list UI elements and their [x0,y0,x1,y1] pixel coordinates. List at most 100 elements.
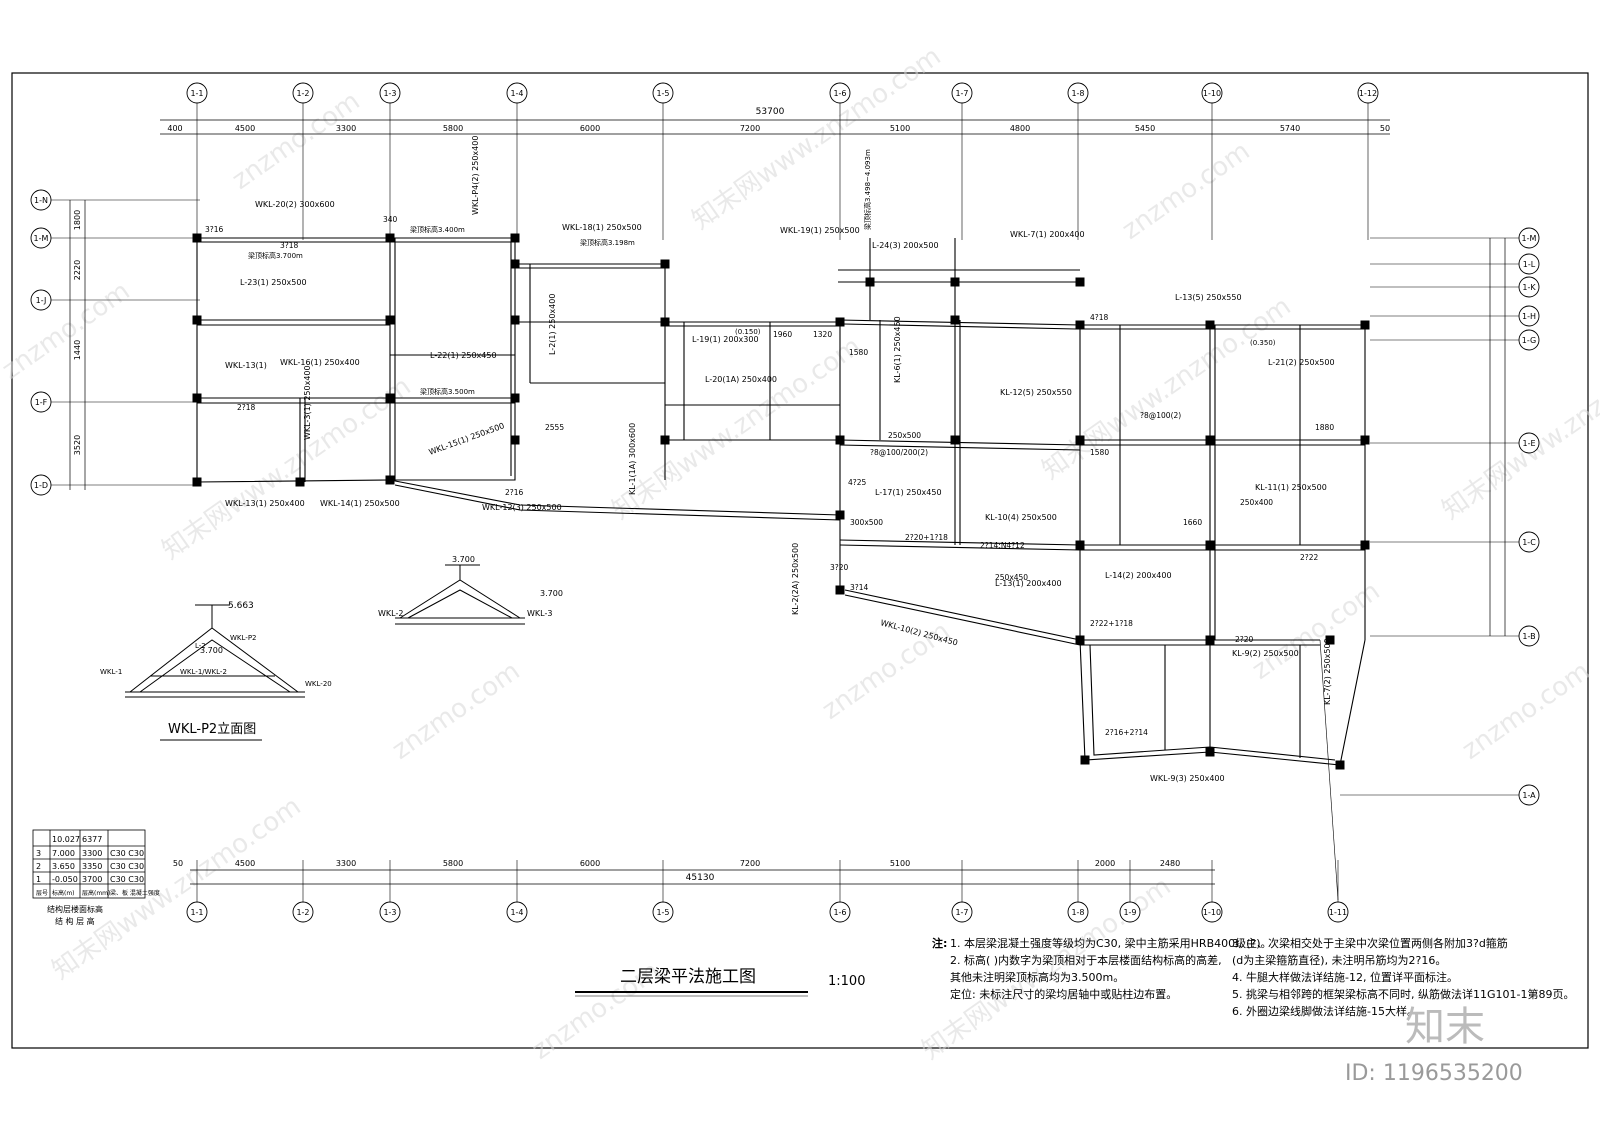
rebar-label: 3?18 [280,241,299,250]
axis-bubble [1327,901,1349,923]
dim-top-span: 50 [1380,124,1390,133]
axis-bottom-1-2: 1-2 [296,908,309,917]
axis-bubble [292,901,314,923]
axis-bubble [652,901,674,923]
axis-top-1-1: 1-1 [190,89,203,98]
axis-bottom-1-3: 1-3 [383,908,396,917]
floor-table-caption: 结 构 层 高 [55,916,95,926]
axis-bottom-1-1: 1-1 [190,908,203,917]
axis-top-1-10: 1-10 [1203,89,1221,98]
beam-label: KL-7(2) 250x500 [1323,638,1332,705]
rebar-label: 3?20 [830,563,849,572]
rebar-label: ?8@100(2) [1140,411,1181,420]
elevation-caption: WKL-P2立面图 [168,722,256,737]
beam-label: L-24(3) 200x500 [872,241,939,250]
small-dimension: 250x400 [1240,498,1273,507]
floor-table-cell: 3700 [82,875,102,884]
elevation-note: (0.350) [1250,339,1276,347]
axis-bubble [186,901,208,923]
column [510,233,520,243]
axis-bubble [1518,329,1540,351]
beam-label: WKL-13(1) [225,361,267,370]
dim-left-span: 1440 [73,340,82,360]
beam-label: L-2(1) 250x400 [548,294,557,355]
small-dimension: 1580 [1090,448,1109,457]
column [835,317,845,327]
beam-label: WKL-9(3) 250x400 [1150,774,1225,783]
small-dimension: 250x450 [995,573,1028,582]
rebar-label: 2?14;N4?12 [980,541,1025,550]
dim-bottom-span: 5800 [443,859,463,868]
note-line: 5. 挑梁与相邻跨的框架梁标高不同时, 纵筋做法详11G101-1第89页。 [1232,987,1574,1001]
beam-label: L-22(1) 250x450 [430,351,497,360]
axis-bubble [1518,253,1540,275]
axis-right-1-C: 1-C [1522,538,1536,547]
dim-top-span: 5800 [443,124,463,133]
floor-table-cell: C30 C30 [110,849,144,858]
beam-label: KL-11(1) 250x500 [1255,483,1327,492]
beam-label: WKL-19(1) 250x500 [780,226,860,235]
drawing-title: 二层梁平法施工图 [620,967,756,987]
dim-bottom-span: 50 [173,859,183,868]
axis-bottom-1-7: 1-7 [955,908,968,917]
floor-table-cell: 3300 [82,849,102,858]
column [1080,755,1090,765]
floor-table-cell: 3 [36,849,41,858]
beam-label: WKL-P4(2) 250x400 [471,136,480,215]
rebar-label: 2?20 [1235,635,1254,644]
dim-bottom-span: 3300 [336,859,356,868]
beam-label: WKL-7(1) 200x400 [1010,230,1085,239]
floor-table-cell: 1 [36,875,41,884]
elevation-label: WKL-1/WKL-2 [180,668,227,676]
elevation-note: 梁顶标高3.700m [248,251,303,260]
dim-top-span: 400 [167,124,182,133]
axis-left-1-M: 1-M [34,234,49,243]
small-dimension: 1580 [849,348,868,357]
axis-right-1-K: 1-K [1522,283,1536,292]
elevation-label: WKL-1 [100,668,122,676]
beam-label: L-14(2) 200x400 [1105,571,1172,580]
small-dimension: 1960 [773,330,792,339]
beam-label: L-13(5) 250x550 [1175,293,1242,302]
dim-top-total: 53700 [756,107,785,117]
dim-top-span: 5740 [1280,124,1300,133]
dim-bottom-span: 4500 [235,859,255,868]
axis-left-1-J: 1-J [36,296,47,305]
floor-table-cell: 7.000 [52,849,75,858]
beam-label: L-19(1) 200x300 [692,335,759,344]
column [1205,435,1215,445]
axis-left-1-N: 1-N [34,196,48,205]
dim-bottom-total: 45130 [686,873,715,883]
elevation-label: L-2 [195,642,206,650]
dimension-lines [69,119,1506,885]
small-dimension: 2555 [545,423,564,432]
axis-bubble [1067,82,1089,104]
rebar-label: 4?18 [1090,313,1109,322]
axis-top-1-7: 1-7 [955,89,968,98]
beam-label: WKL-14(1) 250x500 [320,499,400,508]
elevation-note: (0.150) [735,328,761,336]
elevation-text: 5.6633.700WKL-1/WKL-2WKL-1WKL-20L-2WKL-P… [100,555,563,741]
axis-bubble [30,474,52,496]
note-line: 3. 主、次梁相交处于主梁中次梁位置两侧各附加3?d箍筋 [1232,936,1508,950]
small-dimension: 1320 [813,330,832,339]
dim-bottom-span: 2480 [1160,859,1180,868]
column [192,477,202,487]
column [1075,277,1085,287]
elevation-label: WKL-P2 [230,634,257,642]
beam-label: KL-1(1A) 300x600 [628,423,637,495]
elevation-label: WKL-20 [305,680,332,688]
column [835,510,845,520]
floor-table-cell: 3350 [82,862,102,871]
axis-bubble [506,901,528,923]
column [385,475,395,485]
note-line: 其他未注明梁顶标高均为3.500m。 [950,970,1124,984]
floor-table-caption: 结构层楼面标高 [47,904,103,914]
axis-bubble [186,82,208,104]
beam-label: L-23(1) 250x500 [240,278,307,287]
floor-table-cell: 梁、板 混凝土强度 [110,889,160,897]
dim-top-span: 7200 [740,124,760,133]
axis-bubble [379,82,401,104]
